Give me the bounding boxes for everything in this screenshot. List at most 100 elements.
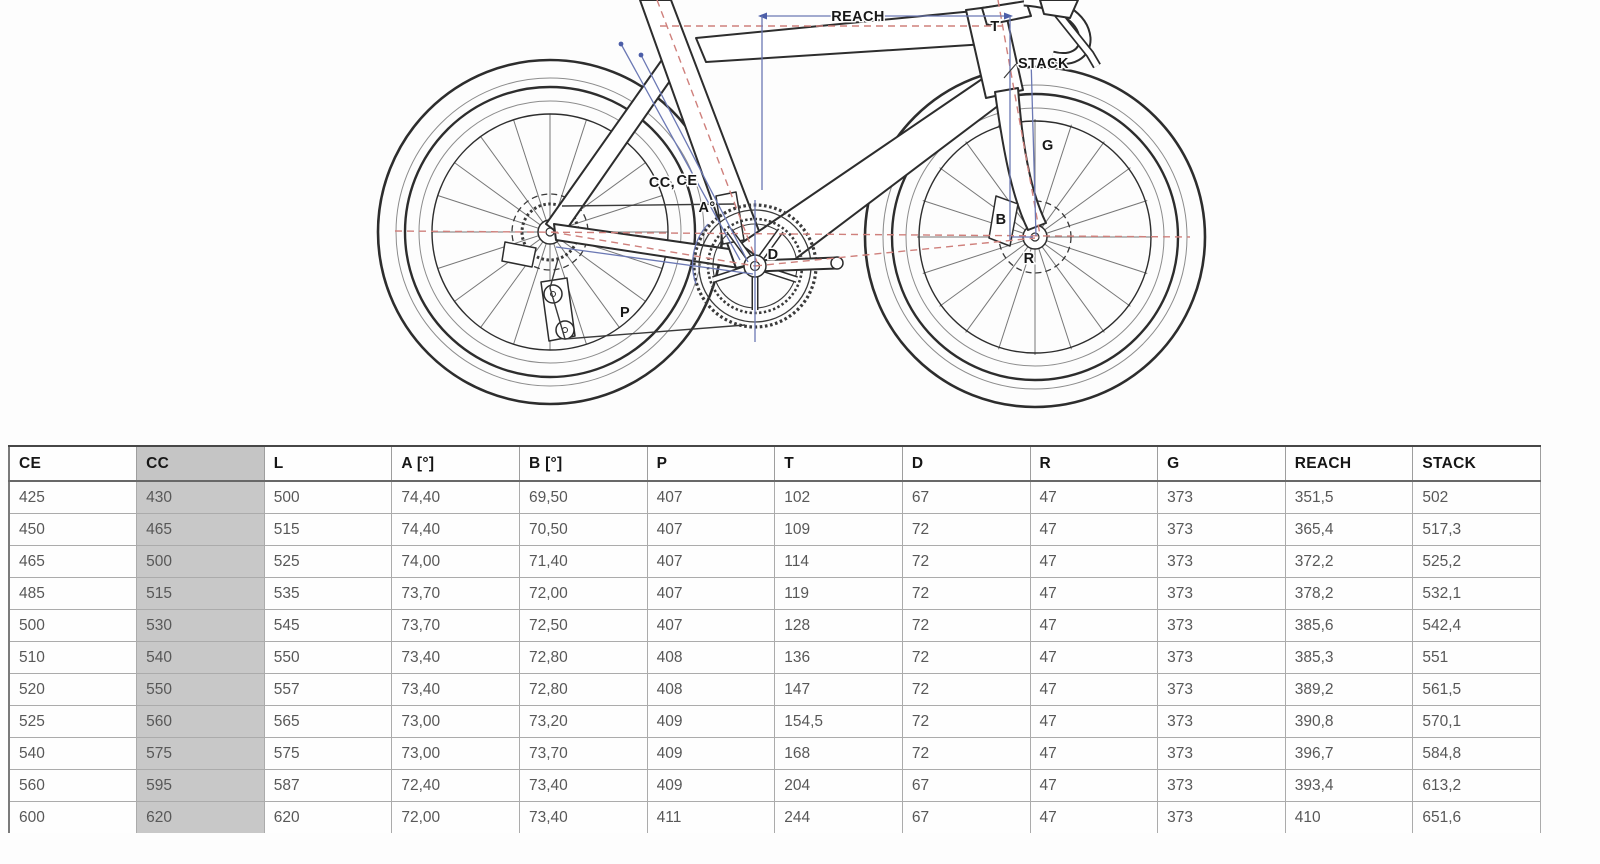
- table-cell: 409: [646, 769, 776, 802]
- table-cell: 71,40: [519, 545, 648, 578]
- table-cell: 109: [774, 513, 903, 546]
- table-cell: 540: [136, 641, 265, 674]
- table-cell: 73,70: [519, 737, 648, 770]
- table-cell: 351,5: [1284, 480, 1414, 514]
- column-header-reach: REACH: [1284, 445, 1414, 482]
- table-cell: 411: [646, 801, 776, 833]
- table-cell: 613,2: [1412, 769, 1541, 802]
- a-angle-label: A°: [698, 200, 715, 216]
- table-cell: 47: [1029, 769, 1159, 802]
- table-cell: 72,00: [391, 801, 520, 833]
- table-cell: 47: [1029, 609, 1159, 642]
- cc-label: CC,: [649, 175, 675, 191]
- table-cell: 73,70: [391, 609, 520, 642]
- table-cell: 525: [263, 545, 393, 578]
- cc-line: [620, 43, 741, 261]
- table-cell: 393,4: [1284, 769, 1414, 802]
- seat-stay: [545, 53, 682, 237]
- table-cell: 47: [1029, 577, 1159, 610]
- table-cell: 425: [8, 480, 138, 514]
- chain-lower: [549, 258, 746, 340]
- hub-axis-line: [394, 230, 1191, 238]
- table-cell: 47: [1029, 673, 1159, 706]
- table-cell: 517,3: [1412, 513, 1541, 546]
- derailleur-pulley-upper: [543, 284, 563, 304]
- table-cell: 372,2: [1284, 545, 1414, 578]
- table-cell: 73,00: [391, 737, 520, 770]
- table-cell: 515: [263, 513, 393, 546]
- column-header-d: D: [901, 445, 1031, 482]
- table-cell: 47: [1029, 705, 1159, 738]
- table-cell: 47: [1029, 737, 1159, 770]
- table-cell: 407: [646, 480, 776, 514]
- table-cell: 73,20: [519, 705, 648, 738]
- g-label: G: [1042, 138, 1054, 154]
- table-cell: 373: [1157, 641, 1286, 674]
- table-cell: 408: [646, 641, 776, 674]
- table-cell: 128: [774, 609, 903, 642]
- table-cell: 72,80: [519, 673, 648, 706]
- table-cell: 525,2: [1412, 545, 1541, 578]
- frame: [545, 0, 1047, 273]
- handlebar: [981, 0, 1101, 69]
- table-cell: 570,1: [1412, 705, 1541, 738]
- table-cell: 69,50: [519, 480, 648, 514]
- reach-arrow-right: [1004, 12, 1013, 20]
- table-cell: 584,8: [1412, 737, 1541, 770]
- table-cell: 73,40: [519, 801, 648, 833]
- table-cell: 47: [1029, 513, 1159, 546]
- table-cell: 72: [901, 705, 1031, 738]
- stack-leader-line: [1003, 63, 1017, 79]
- table-cell: 67: [901, 801, 1031, 833]
- rear-wheel: [376, 58, 724, 406]
- bike-geometry-diagram: REACH T STACK G CC, CE A° D B R P: [376, 0, 1207, 409]
- diagram-labels: REACH T STACK G CC, CE A° D B R P: [618, 8, 1070, 323]
- front-brake-caliper: [988, 195, 1019, 247]
- table-cell: 465: [136, 513, 265, 546]
- table-cell: 550: [136, 673, 265, 706]
- table-cell: 72: [901, 609, 1031, 642]
- table-cell: 389,2: [1284, 673, 1414, 706]
- table-cell: 373: [1157, 673, 1286, 706]
- table-cell: 47: [1029, 801, 1159, 833]
- table-cell: 600: [8, 801, 138, 833]
- stack-label: STACK: [1018, 56, 1069, 72]
- table-cell: 168: [774, 737, 903, 770]
- table-cell: 465: [8, 545, 138, 578]
- table-cell: 72,80: [519, 641, 648, 674]
- table-cell: 72: [901, 545, 1031, 578]
- pedal-spindle: [830, 256, 844, 270]
- b-label: B: [996, 212, 1007, 228]
- table-cell: 532,1: [1412, 577, 1541, 610]
- column-header-cc: CC: [136, 445, 265, 482]
- table-cell: 542,4: [1412, 609, 1541, 642]
- table-cell: 378,2: [1284, 577, 1414, 610]
- table-cell: 47: [1029, 545, 1159, 578]
- table-cell: 620: [263, 801, 393, 833]
- table-cell: 525: [8, 705, 138, 738]
- p-label: P: [620, 305, 630, 321]
- table-cell: 373: [1157, 513, 1286, 546]
- table-cell: 500: [263, 480, 393, 514]
- table-cell: 407: [646, 609, 776, 642]
- table-cell: 535: [263, 577, 393, 610]
- table-cell: 365,4: [1284, 513, 1414, 546]
- table-cell: 502: [1412, 480, 1541, 514]
- table-cell: 575: [263, 737, 393, 770]
- table-cell: 551: [1412, 641, 1541, 674]
- table-cell: 510: [8, 641, 138, 674]
- table-cell: 373: [1157, 609, 1286, 642]
- table-cell: 136: [774, 641, 903, 674]
- table-cell: 373: [1157, 480, 1286, 514]
- chain-upper: [561, 203, 736, 207]
- r-label: R: [1024, 251, 1035, 267]
- table-cell: 560: [8, 769, 138, 802]
- table-cell: 373: [1157, 801, 1286, 833]
- table-cell: 74,40: [391, 480, 520, 514]
